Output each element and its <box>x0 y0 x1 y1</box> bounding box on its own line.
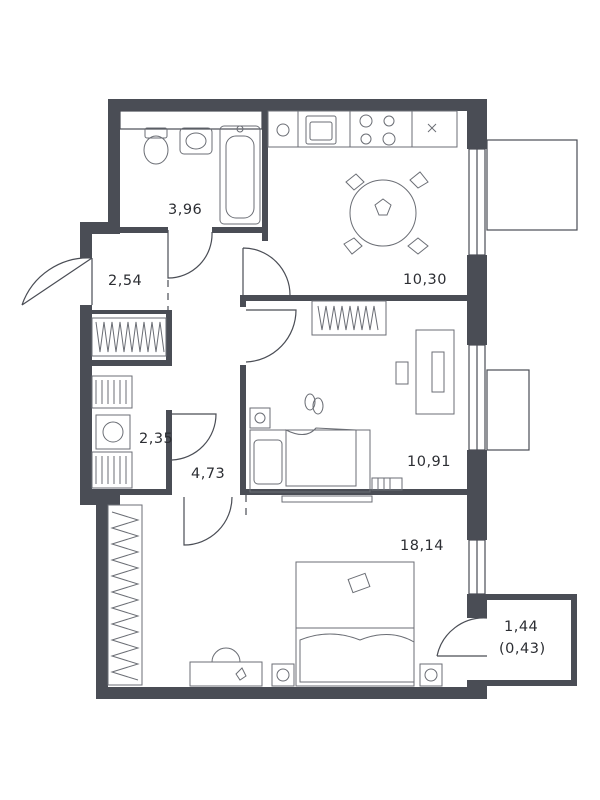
nightstand-left-icon <box>271 663 295 687</box>
bed-icon <box>249 427 371 493</box>
kitchen-area-label: 10,30 <box>403 272 448 288</box>
dresser-icon <box>189 647 263 687</box>
bedroom-area-label: 10,91 <box>407 454 452 470</box>
fridge-icon <box>427 123 437 133</box>
windows <box>468 148 486 595</box>
storage-shelves-icon <box>91 317 167 489</box>
kitchen-counter <box>267 110 458 148</box>
living-wardrobe-icon <box>107 504 143 686</box>
books-icon <box>371 477 403 491</box>
outer-walls <box>80 99 487 699</box>
pouf-icon <box>249 407 271 429</box>
kitchen-sink-icon <box>276 115 337 145</box>
nightstand-right-icon <box>419 663 443 687</box>
dining-table-icon <box>343 171 429 255</box>
corridor-area-label: 4,73 <box>191 466 226 482</box>
slippers-icon <box>304 393 324 415</box>
toilet-icon <box>143 127 169 165</box>
washing-machine-icon <box>95 414 131 450</box>
doors <box>21 230 488 657</box>
living-room-area-label: 18,14 <box>400 538 445 554</box>
storage-area-label: 2,35 <box>139 431 174 447</box>
tv-icon <box>281 495 373 503</box>
bathroom-area-label: 3,96 <box>168 202 203 218</box>
loggia <box>487 594 577 686</box>
bedroom-balcony <box>486 369 530 451</box>
kitchen-balcony <box>486 139 578 231</box>
stove-icon <box>359 114 396 146</box>
bathtub-icon <box>219 125 261 225</box>
balcony-reduced-area-label: (0,43) <box>499 641 546 657</box>
desk-icon <box>395 329 455 415</box>
balcony-area-label: 1,44 <box>504 619 539 635</box>
entrance-hall-area-label: 2,54 <box>108 273 143 289</box>
double-bed-icon <box>295 561 415 687</box>
sink-icon <box>179 127 213 155</box>
wardrobe-icon <box>311 300 387 336</box>
